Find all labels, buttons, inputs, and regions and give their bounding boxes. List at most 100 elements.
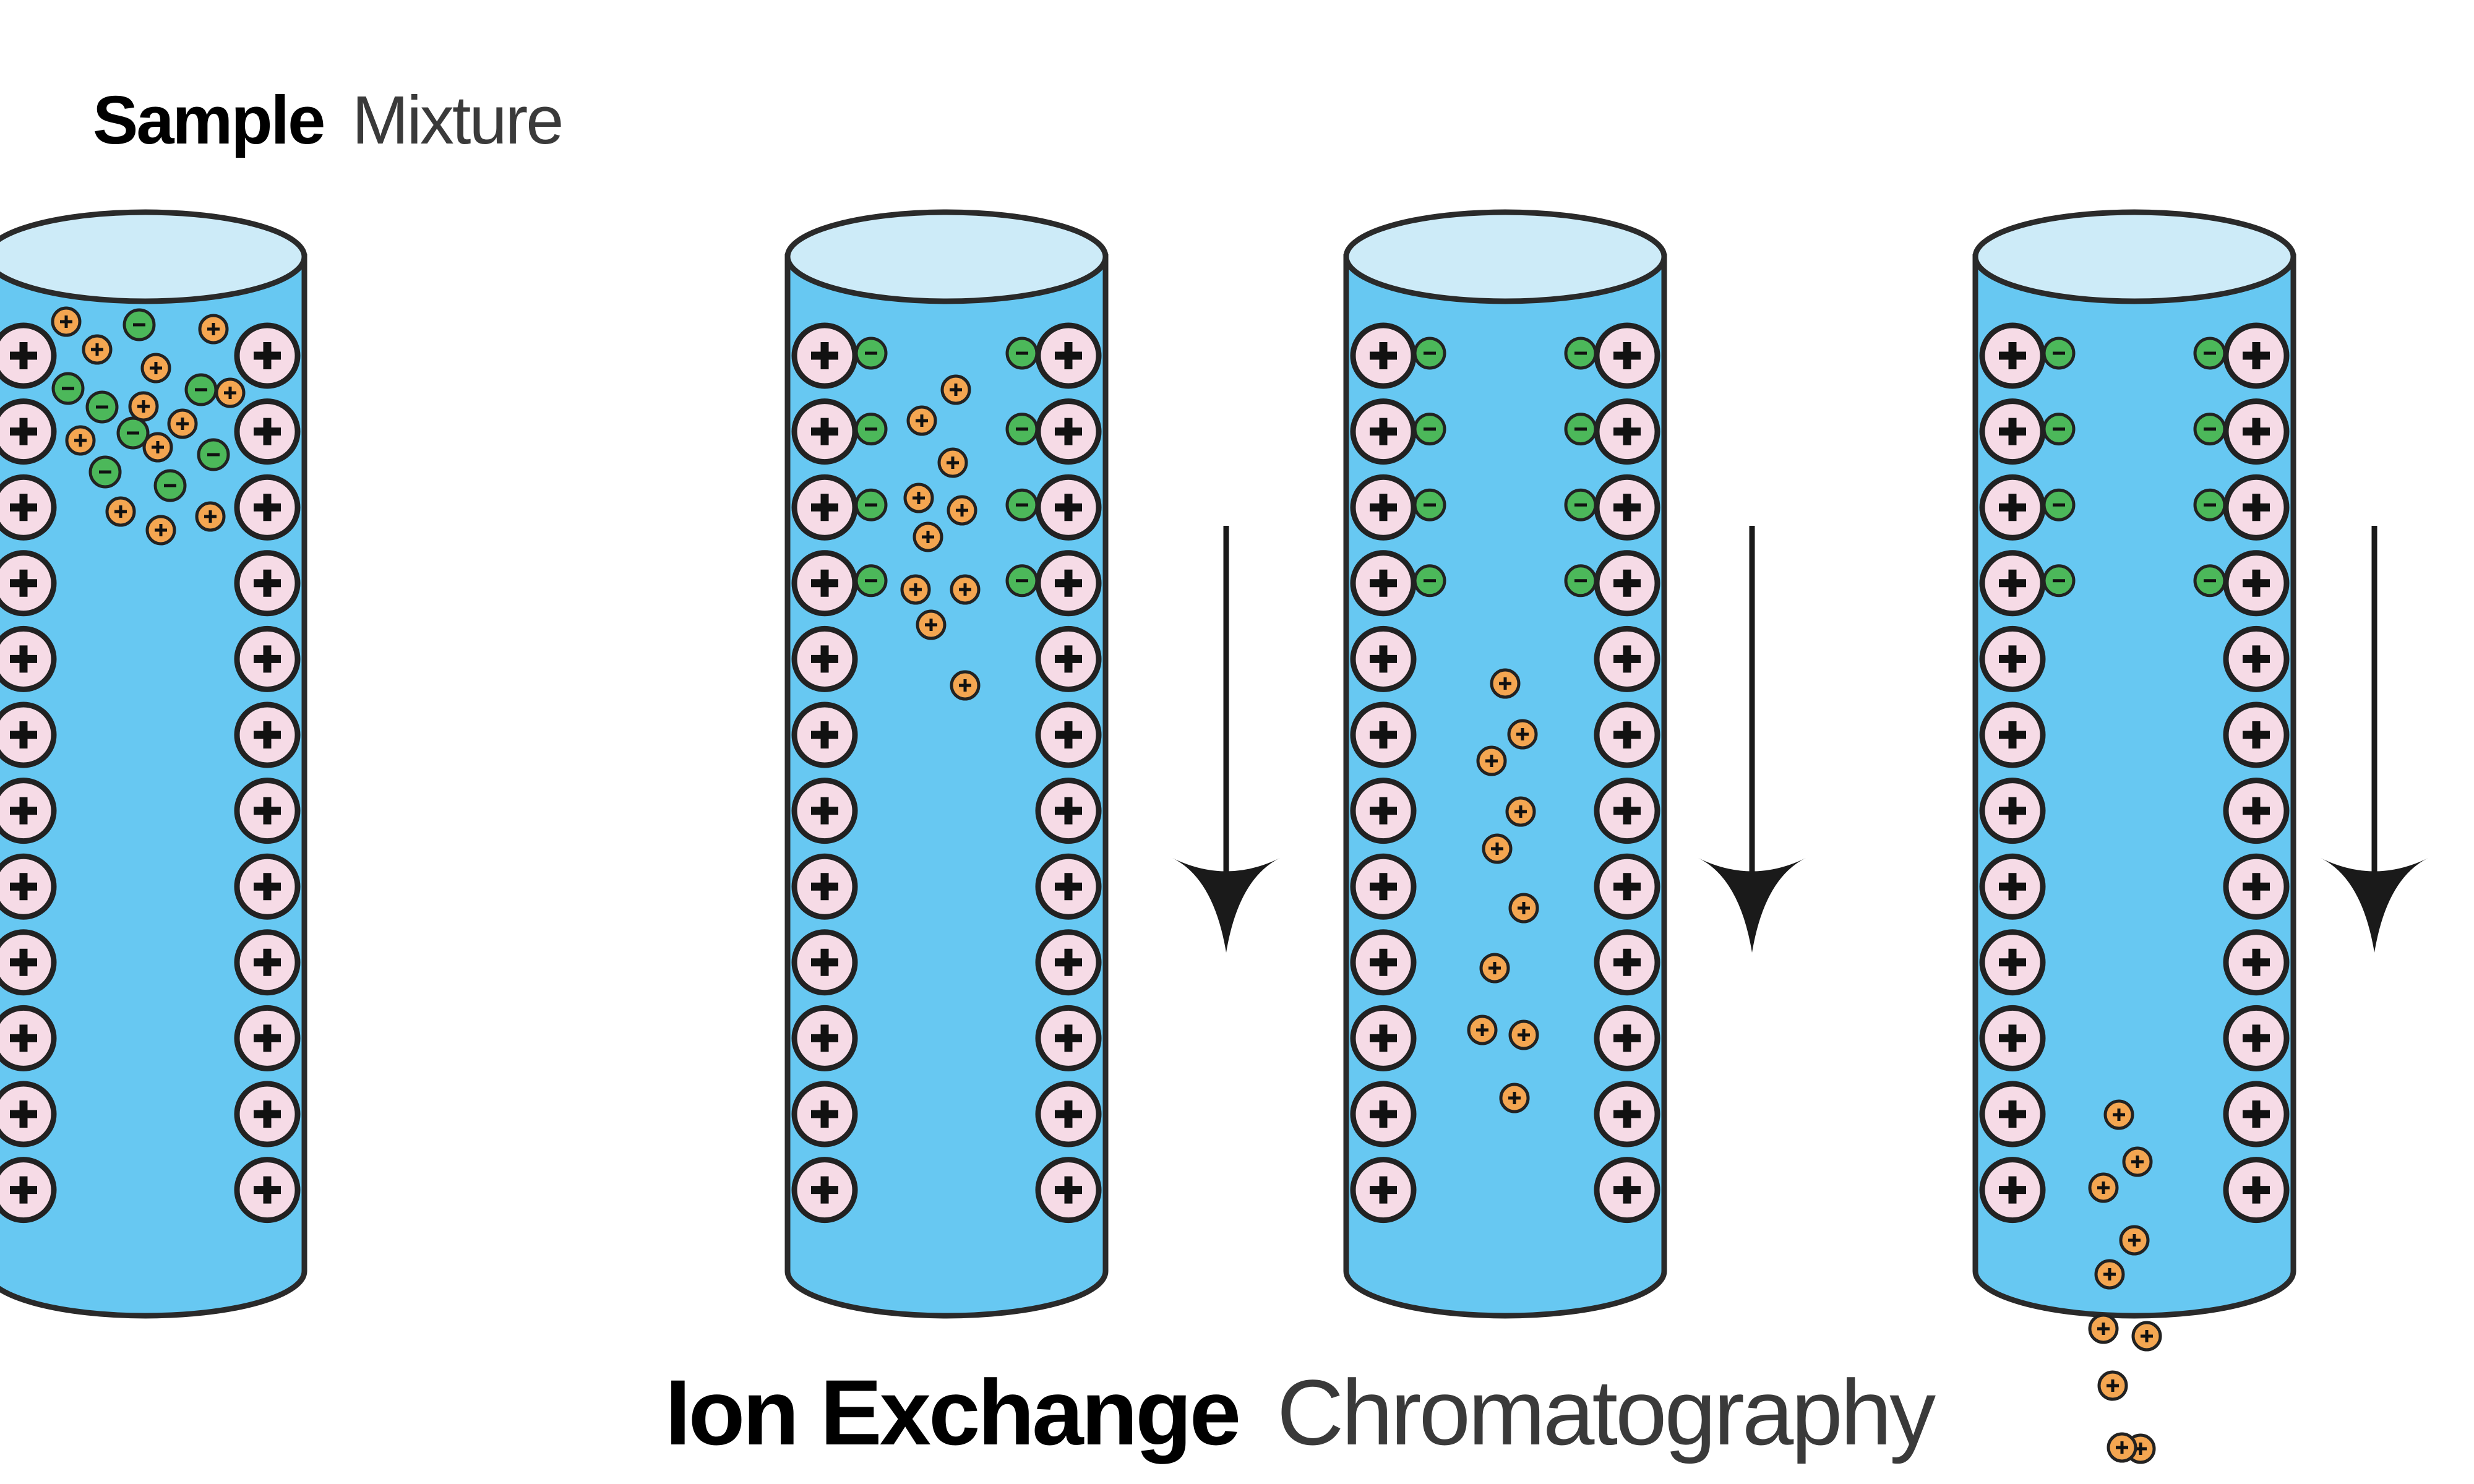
flow-arrow-down-icon xyxy=(2321,526,2428,953)
resin-bead-plus-circle-icon xyxy=(1035,853,1102,920)
cation-plus-circle-icon xyxy=(2088,1313,2119,1344)
anion-minus-circle-icon xyxy=(1413,488,1446,521)
column-top-opening xyxy=(1972,209,2296,304)
column-body xyxy=(1343,254,1667,1319)
anion-minus-circle-icon xyxy=(1564,413,1597,446)
cation-plus-circle-icon xyxy=(947,495,977,526)
resin-bead-plus-circle-icon xyxy=(1350,853,1417,920)
sample-label-bold: Sample xyxy=(93,82,324,158)
resin-bead-plus-circle-icon xyxy=(791,778,858,844)
resin-bead-plus-circle-icon xyxy=(1035,322,1102,389)
anion-minus-circle-icon xyxy=(854,564,888,598)
cation-plus-circle-icon xyxy=(2131,1321,2162,1352)
resin-bead-plus-circle-icon xyxy=(1350,398,1417,465)
cation-plus-circle-icon xyxy=(195,501,226,532)
resin-bead-plus-circle-icon xyxy=(2223,701,2290,768)
resin-bead-plus-circle-icon xyxy=(2223,1081,2290,1147)
cation-plus-circle-icon xyxy=(1490,668,1521,699)
cation-plus-circle-icon xyxy=(1499,1083,1530,1113)
title-bold: Ion Exchange xyxy=(665,1360,1239,1464)
resin-bead-plus-circle-icon xyxy=(791,398,858,465)
resin-bead-plus-circle-icon xyxy=(1594,322,1660,389)
resin-bead-plus-circle-icon xyxy=(234,1081,301,1147)
resin-bead-plus-circle-icon xyxy=(234,322,301,389)
cation-plus-circle-icon xyxy=(2103,1099,2134,1130)
resin-bead-plus-circle-icon xyxy=(1350,929,1417,996)
anion-minus-circle-icon xyxy=(1564,488,1597,521)
resin-bead-plus-circle-icon xyxy=(0,1081,57,1147)
flow-arrow-down-icon xyxy=(1172,526,1280,953)
anion-minus-circle-icon xyxy=(122,308,156,341)
resin-bead-plus-circle-icon xyxy=(0,853,57,920)
anion-minus-circle-icon xyxy=(153,469,187,502)
resin-bead-plus-circle-icon xyxy=(1979,398,2046,465)
flow-arrow-down-icon xyxy=(1698,526,1806,953)
cation-plus-circle-icon xyxy=(2107,1432,2137,1463)
anion-minus-circle-icon xyxy=(197,438,230,471)
cation-plus-circle-icon xyxy=(916,609,947,640)
resin-bead-plus-circle-icon xyxy=(1035,550,1102,617)
resin-bead-plus-circle-icon xyxy=(1979,1005,2046,1071)
cation-plus-circle-icon xyxy=(913,521,943,552)
cation-plus-circle-icon xyxy=(1505,796,1536,827)
cation-plus-circle-icon xyxy=(2122,1146,2153,1177)
column-top-opening xyxy=(0,209,307,304)
resin-bead-plus-circle-icon xyxy=(1035,1081,1102,1147)
arrows-layer xyxy=(1172,526,2428,953)
anion-minus-circle-icon xyxy=(1413,413,1446,446)
anion-minus-circle-icon xyxy=(88,455,122,489)
resin-bead-plus-circle-icon xyxy=(791,701,858,768)
resin-bead-plus-circle-icon xyxy=(0,625,57,692)
resin-bead-plus-circle-icon xyxy=(1979,1157,2046,1224)
resin-bead-plus-circle-icon xyxy=(0,322,57,389)
resin-bead-plus-circle-icon xyxy=(1035,929,1102,996)
cation-plus-circle-icon xyxy=(2119,1225,2150,1256)
resin-bead-plus-circle-icon xyxy=(1035,625,1102,692)
anion-minus-circle-icon xyxy=(2193,337,2227,370)
anion-minus-circle-icon xyxy=(1413,337,1446,370)
cation-plus-circle-icon xyxy=(950,670,981,701)
cation-plus-circle-icon xyxy=(145,515,176,546)
resin-bead-plus-circle-icon xyxy=(2223,550,2290,617)
resin-bead-plus-circle-icon xyxy=(1594,398,1660,465)
resin-bead-plus-circle-icon xyxy=(1979,778,2046,844)
chromatography-column xyxy=(1343,209,1667,1319)
resin-bead-plus-circle-icon xyxy=(2223,625,2290,692)
resin-bead-plus-circle-icon xyxy=(1350,625,1417,692)
resin-bead-plus-circle-icon xyxy=(1594,474,1660,541)
cation-plus-circle-icon xyxy=(215,377,246,408)
resin-bead-plus-circle-icon xyxy=(791,853,858,920)
resin-bead-plus-circle-icon xyxy=(1979,474,2046,541)
cation-plus-circle-icon xyxy=(1482,833,1513,864)
anion-minus-circle-icon xyxy=(1005,488,1039,521)
sample-label-light: Mixture xyxy=(352,82,562,158)
cation-plus-circle-icon xyxy=(198,314,229,345)
anion-minus-circle-icon xyxy=(2042,564,2076,598)
resin-bead-plus-circle-icon xyxy=(0,929,57,996)
resin-bead-plus-circle-icon xyxy=(1350,322,1417,389)
anion-minus-circle-icon xyxy=(1005,337,1039,370)
cation-plus-circle-icon xyxy=(142,432,173,463)
resin-bead-plus-circle-icon xyxy=(1594,701,1660,768)
resin-bead-plus-circle-icon xyxy=(1594,853,1660,920)
resin-bead-plus-circle-icon xyxy=(234,1157,301,1224)
resin-bead-plus-circle-icon xyxy=(234,701,301,768)
resin-bead-plus-circle-icon xyxy=(1979,701,2046,768)
cation-plus-circle-icon xyxy=(2088,1172,2119,1203)
resin-bead-plus-circle-icon xyxy=(1350,1157,1417,1224)
resin-bead-plus-circle-icon xyxy=(1979,322,2046,389)
cation-plus-circle-icon xyxy=(1479,953,1510,984)
anion-minus-circle-icon xyxy=(184,373,218,406)
column-body xyxy=(784,254,1109,1319)
resin-bead-plus-circle-icon xyxy=(234,474,301,541)
resin-bead-plus-circle-icon xyxy=(234,625,301,692)
sample-mixture-label: Sample Mixture xyxy=(93,82,562,158)
resin-bead-plus-circle-icon xyxy=(2223,929,2290,996)
resin-bead-plus-circle-icon xyxy=(234,398,301,465)
resin-bead-plus-circle-icon xyxy=(1594,1157,1660,1224)
resin-bead-plus-circle-icon xyxy=(1979,929,2046,996)
cation-plus-circle-icon xyxy=(906,405,937,436)
cation-plus-circle-icon xyxy=(900,574,931,605)
resin-bead-plus-circle-icon xyxy=(791,474,858,541)
resin-bead-plus-circle-icon xyxy=(2223,398,2290,465)
